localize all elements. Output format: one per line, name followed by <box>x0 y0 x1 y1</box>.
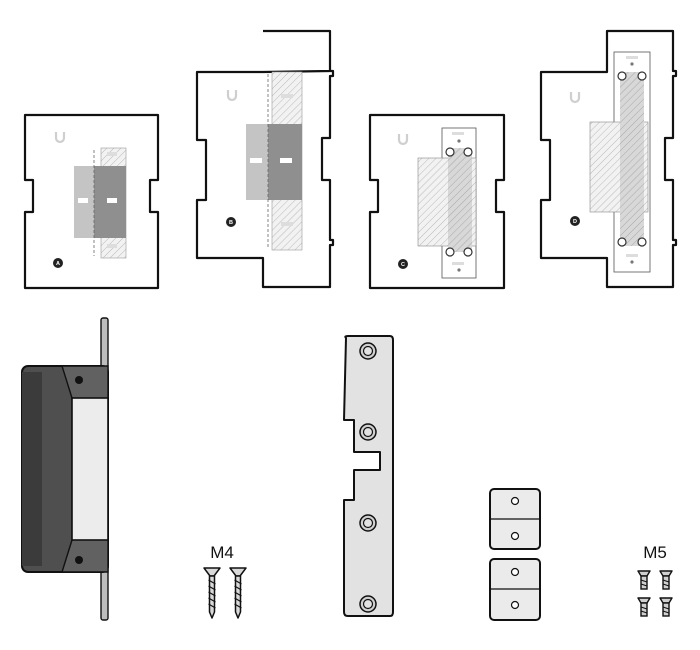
template-c: C <box>368 113 506 290</box>
spacer-plate <box>489 558 541 621</box>
strike-plate <box>343 335 394 617</box>
template-a: A <box>23 113 160 290</box>
strike-plate-screw-hole-icon <box>359 423 377 441</box>
electric-strike-lock <box>21 317 109 621</box>
template-a-letter: A <box>56 261 60 267</box>
m5-screw-icon <box>659 597 673 617</box>
m4-screw-icon <box>203 567 221 619</box>
m5-screw-icon <box>637 597 651 617</box>
m4-screws: M4 <box>203 543 247 619</box>
m4-screw-label: M4 <box>210 543 234 562</box>
m5-screw-icon <box>637 570 651 590</box>
strike-plate-screw-hole-icon <box>359 342 377 360</box>
lock-keeper-face <box>71 397 109 541</box>
m5-screw-label: M5 <box>643 543 667 562</box>
template-d: D <box>539 29 678 289</box>
template-b-letter: B <box>229 220 233 226</box>
m5-screw-icon <box>659 570 673 590</box>
m5-screws: M5 <box>637 543 673 617</box>
template-d-letter: D <box>573 219 577 225</box>
template-c-letter: C <box>401 262 405 268</box>
strike-plate-screw-hole-icon <box>359 514 377 532</box>
m4-screw-icon <box>229 567 247 619</box>
template-b: B <box>195 29 335 289</box>
spacer-plates <box>489 488 541 621</box>
strike-plate-outline <box>343 335 394 617</box>
strike-plate-screw-hole-icon <box>359 595 377 613</box>
spacer-plate <box>489 488 541 550</box>
